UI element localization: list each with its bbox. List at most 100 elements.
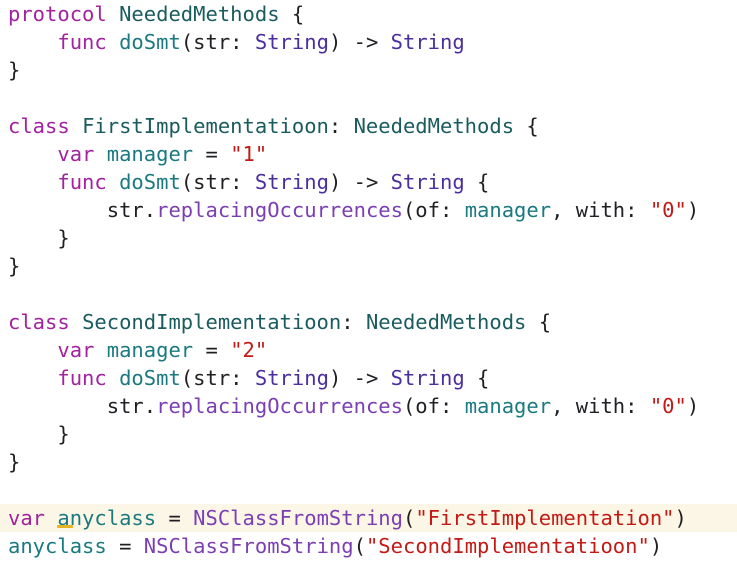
punctuation: ) -> (328, 366, 391, 390)
punctuation: ) (686, 198, 700, 222)
variable-name: manager (106, 338, 194, 362)
code-line-5[interactable]: class FirstImplementatioon: NeededMethod… (0, 112, 737, 140)
code-line-4[interactable] (0, 84, 737, 112)
punctuation: } (8, 450, 21, 474)
function-name: doSmt (119, 170, 181, 194)
receiver: str. (106, 394, 157, 418)
method-call: replacingOccurrences (156, 394, 403, 418)
punctuation: ) (649, 534, 663, 558)
type-name: String (390, 170, 465, 194)
string-literal: "0" (649, 198, 687, 222)
operator: = (193, 338, 231, 362)
indent (8, 394, 107, 418)
keyword: func (57, 170, 107, 194)
operator: = (193, 142, 231, 166)
string-literal: "0" (649, 394, 687, 418)
code-line-8[interactable]: str.replacingOccurrences(of: manager, wi… (0, 196, 737, 224)
function-call: NSClassFromString (143, 534, 354, 558)
receiver: str. (106, 198, 157, 222)
string-literal: "FirstImplementation" (415, 506, 675, 530)
punctuation: } (8, 226, 70, 250)
code-line-9[interactable]: } (0, 224, 737, 252)
code-line-16[interactable]: } (0, 420, 737, 448)
indent (8, 198, 107, 222)
protocol-name: NeededMethods (353, 114, 515, 138)
code-line-20[interactable]: anyclass = NSClassFromString("SecondImpl… (0, 532, 737, 560)
keyword: var (57, 142, 95, 166)
type-name: String (390, 366, 465, 390)
string-literal: "1" (230, 142, 268, 166)
punctuation: (str: (180, 366, 255, 390)
punctuation: } (8, 58, 21, 82)
indent (8, 142, 57, 166)
function-name: doSmt (119, 366, 181, 390)
protocol-name: NeededMethods (119, 2, 280, 26)
keyword: var (8, 506, 46, 530)
code-line-15[interactable]: str.replacingOccurrences(of: manager, wi… (0, 392, 737, 420)
punctuation: ( (353, 534, 366, 558)
keyword: var (57, 338, 95, 362)
variable-name-with-warning[interactable]: anyclass (57, 506, 157, 530)
punctuation: , with: (551, 394, 650, 418)
punctuation: } (8, 422, 70, 446)
punctuation: : (328, 114, 354, 138)
punctuation: ) (686, 394, 700, 418)
punctuation: ) (674, 506, 687, 530)
code-line-18[interactable] (0, 476, 737, 504)
code-line-19-current[interactable]: var anyclass = NSClassFromString("FirstI… (0, 504, 737, 532)
punctuation: (of: (402, 198, 465, 222)
type-name: String (390, 30, 465, 54)
type-name: String (254, 170, 329, 194)
code-line-1[interactable]: protocol NeededMethods { (0, 0, 737, 28)
space (45, 506, 57, 530)
punctuation: ) -> (328, 30, 391, 54)
function-call: NSClassFromString (193, 506, 403, 530)
operator: = (106, 534, 144, 558)
method-call: replacingOccurrences (156, 198, 403, 222)
code-line-13[interactable]: var manager = "2" (0, 336, 737, 364)
protocol-name: NeededMethods (365, 310, 527, 334)
keyword: class (8, 310, 70, 334)
code-line-7[interactable]: func doSmt(str: String) -> String { (0, 168, 737, 196)
punctuation: ( (402, 506, 416, 530)
code-line-6[interactable]: var manager = "1" (0, 140, 737, 168)
indent (8, 366, 57, 390)
variable-name: manager (106, 142, 194, 166)
type-name: String (254, 30, 329, 54)
punctuation: (str: (180, 170, 255, 194)
string-literal: "SecondImplementatioon" (365, 534, 650, 558)
punctuation: { (464, 366, 490, 390)
punctuation: { (464, 170, 490, 194)
indent (8, 30, 57, 54)
keyword: func (57, 30, 107, 54)
operator: = (156, 506, 194, 530)
class-name: FirstImplementatioon (82, 114, 329, 138)
code-line-12[interactable]: class SecondImplementatioon: NeededMetho… (0, 308, 737, 336)
indent (8, 170, 57, 194)
punctuation: , with: (551, 198, 650, 222)
code-line-2[interactable]: func doSmt(str: String) -> String (0, 28, 737, 56)
punctuation: { (514, 114, 539, 138)
punctuation: { (526, 310, 552, 334)
argument: manager (464, 198, 552, 222)
code-line-14[interactable]: func doSmt(str: String) -> String { (0, 364, 737, 392)
punctuation: (of: (402, 394, 465, 418)
code-line-10[interactable]: } (0, 252, 737, 280)
string-literal: "2" (230, 338, 268, 362)
type-name: String (254, 366, 329, 390)
punctuation: (str: (180, 30, 255, 54)
punctuation: ) -> (328, 170, 391, 194)
keyword: protocol (8, 2, 107, 26)
punctuation: : (341, 310, 366, 334)
code-line-17[interactable]: } (0, 448, 737, 476)
code-line-3[interactable]: } (0, 56, 737, 84)
variable-name: anyclass (8, 534, 107, 558)
punctuation: } (8, 254, 21, 278)
punctuation: { (279, 2, 305, 26)
keyword: func (57, 366, 107, 390)
function-name: doSmt (119, 30, 181, 54)
code-line-11[interactable] (0, 280, 737, 308)
indent (8, 338, 57, 362)
class-name: SecondImplementatioon (82, 310, 342, 334)
